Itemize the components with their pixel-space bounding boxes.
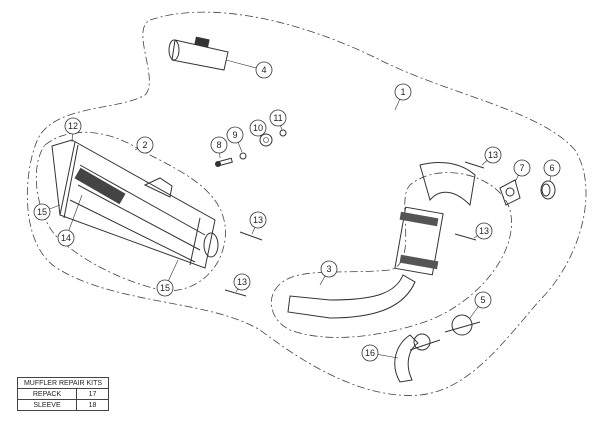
kit-number: 18 <box>76 399 109 411</box>
callout-13: 13 <box>475 222 493 240</box>
callout-10: 10 <box>249 119 267 137</box>
callout-label: 9 <box>232 130 237 140</box>
muffler-repair-kits-table: MUFFLER REPAIR KITS REPACK 17 SLEEVE 18 <box>17 377 109 411</box>
callout-12: 12 <box>64 117 82 135</box>
callout-5: 5 <box>474 291 492 309</box>
clamp <box>444 314 481 336</box>
callout-6: 6 <box>543 159 561 177</box>
callout-label: 13 <box>488 150 498 160</box>
callout-16: 16 <box>361 344 379 362</box>
callout-label: 7 <box>519 163 524 173</box>
callout-7: 7 <box>513 159 531 177</box>
bracket-clamp <box>394 333 441 383</box>
callout-label: 13 <box>237 277 247 287</box>
callout-label: 13 <box>479 226 489 236</box>
callout-label: 4 <box>261 65 266 75</box>
callout-2: 2 <box>136 136 154 154</box>
callout-label: 2 <box>142 140 147 150</box>
callout-9: 9 <box>226 126 244 144</box>
muffler-boundary <box>35 131 226 292</box>
callout-label: 6 <box>549 163 554 173</box>
callout-11: 11 <box>269 109 287 127</box>
callout-label: 12 <box>68 121 78 131</box>
callout-label: 11 <box>273 113 282 123</box>
gasket-and-ring <box>499 179 556 206</box>
kit-name: REPACK <box>17 388 77 400</box>
callout-label: 8 <box>216 140 221 150</box>
kit-name: SLEEVE <box>17 399 77 411</box>
springs <box>224 161 485 297</box>
callout-label: 15 <box>37 207 47 217</box>
callout-13: 13 <box>249 211 267 229</box>
callout-label: 1 <box>400 87 405 97</box>
muffler <box>51 139 219 269</box>
callout-13: 13 <box>484 146 502 164</box>
callout-8: 8 <box>210 136 228 154</box>
callout-4: 4 <box>255 61 273 79</box>
table-row: SLEEVE 18 <box>17 399 109 411</box>
callout-label: 10 <box>253 123 263 133</box>
callout-label: 16 <box>365 348 375 358</box>
table-row: REPACK 17 <box>17 388 109 400</box>
callout-label: 14 <box>61 233 71 243</box>
callout-label: 5 <box>480 295 485 305</box>
link-pipe-boundary <box>270 172 512 338</box>
callout-1: 1 <box>394 83 412 101</box>
callout-15: 15 <box>156 279 174 297</box>
callout-3: 3 <box>320 260 338 278</box>
callout-13: 13 <box>233 273 251 291</box>
callout-label: 15 <box>160 283 170 293</box>
link-pipe <box>287 162 476 319</box>
hardware <box>215 129 287 167</box>
callout-label: 13 <box>253 215 263 225</box>
kit-table-title: MUFFLER REPAIR KITS <box>17 377 109 389</box>
callout-15: 15 <box>33 203 51 221</box>
kit-number: 17 <box>76 388 109 400</box>
callout-14: 14 <box>57 229 75 247</box>
complete-system-boundary <box>26 11 587 396</box>
callout-label: 3 <box>326 264 331 274</box>
heat-shield <box>168 36 229 71</box>
